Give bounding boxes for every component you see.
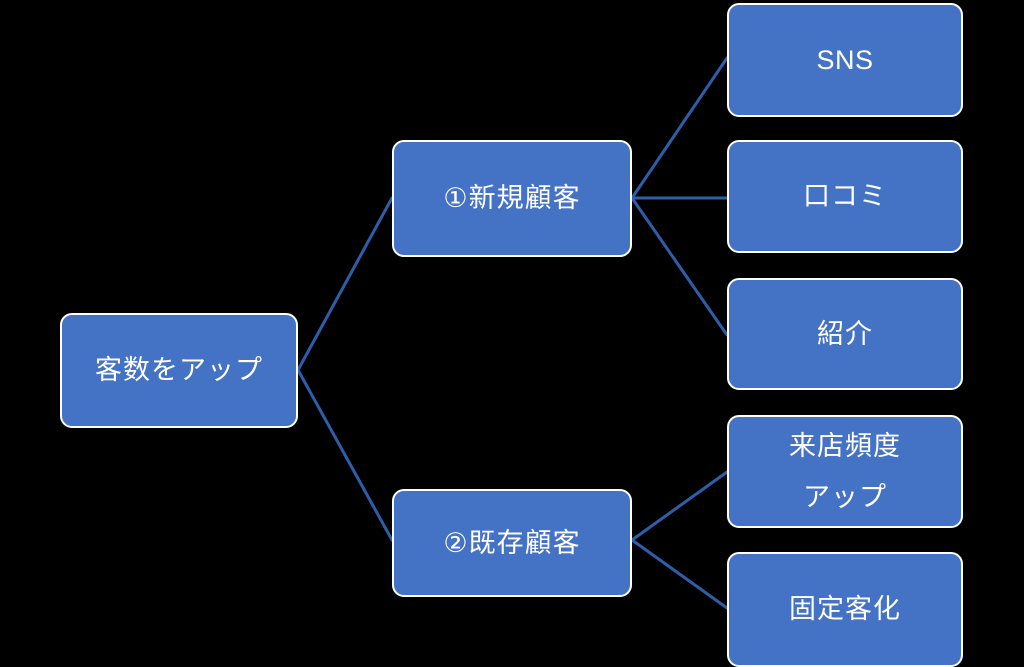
node-existing-customers[interactable]: ②既存顧客 [392, 489, 632, 597]
node-sns-label: SNS [816, 44, 874, 75]
node-sns[interactable]: SNS [727, 3, 963, 117]
connector-new-customers-to-referral [630, 196, 729, 337]
node-repeat-customer[interactable]: 固定客化 [727, 552, 963, 667]
node-new-customers-label: ①新規顧客 [443, 183, 581, 214]
connector-new-customers-to-sns [630, 56, 729, 200]
node-visit-frequency-label-line2: アップ [803, 481, 887, 512]
node-referral-label: 紹介 [817, 318, 873, 349]
connector-root-to-new-customers [296, 196, 394, 372]
node-root-label: 客数をアップ [95, 355, 263, 386]
node-referral[interactable]: 紹介 [727, 278, 963, 390]
node-word-of-mouth-label: 口コミ [803, 181, 887, 212]
connector-existing-customers-to-repeat-customer [630, 538, 729, 610]
node-root[interactable]: 客数をアップ [60, 313, 298, 428]
connector-root-to-existing-customers [296, 368, 394, 542]
node-new-customers[interactable]: ①新規顧客 [392, 140, 632, 257]
node-visit-frequency-label-line1: 来店頻度 [789, 431, 901, 462]
node-visit-frequency[interactable]: 来店頻度 アップ [727, 415, 963, 528]
connector-existing-customers-to-visit-frequency [630, 470, 729, 542]
node-repeat-customer-label: 固定客化 [789, 594, 901, 625]
node-word-of-mouth[interactable]: 口コミ [727, 140, 963, 253]
node-existing-customers-label: ②既存顧客 [443, 527, 581, 558]
